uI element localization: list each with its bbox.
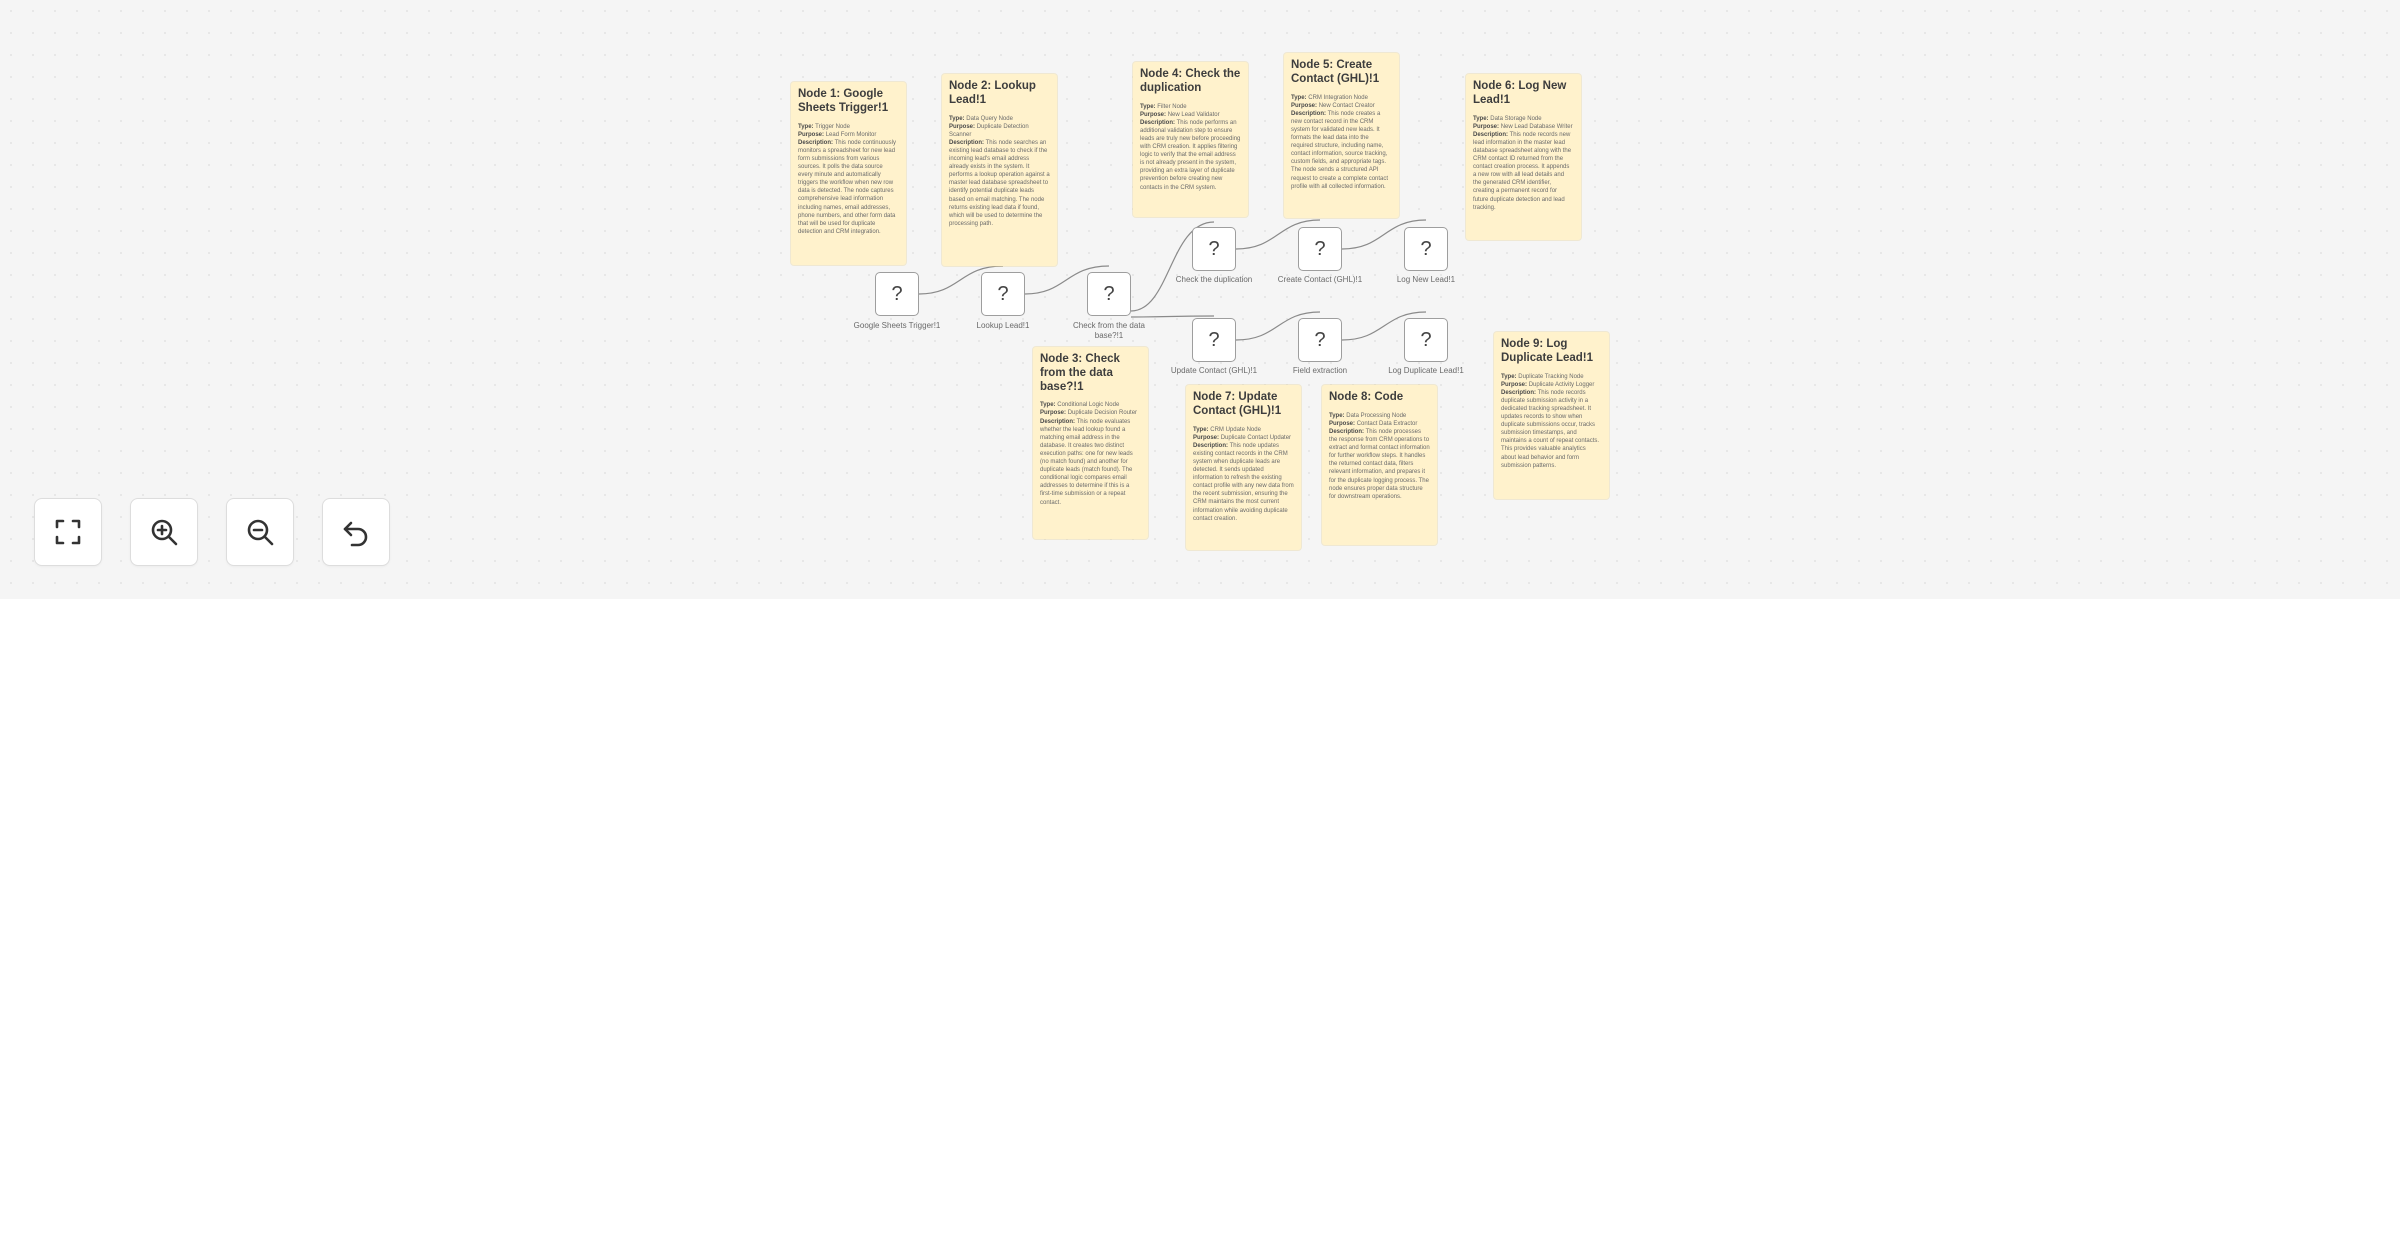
connection-edge	[1235, 311, 1321, 341]
sticky-note-node-7[interactable]: Node 7: Update Contact (GHL)!1 Type: CRM…	[1186, 385, 1301, 550]
node-label: Log Duplicate Lead!1	[1388, 366, 1464, 375]
note-description: Description: This node creates a new con…	[1291, 110, 1389, 190]
unknown-node-icon: ?	[997, 282, 1009, 305]
workflow-node-create-contact[interactable]: ?	[1298, 227, 1342, 271]
connection-edge	[1341, 219, 1427, 250]
note-type: Type: Data Query Node	[949, 115, 1013, 122]
note-purpose: Purpose: New Lead Database Writer	[1473, 123, 1573, 130]
unknown-node-icon: ?	[1103, 282, 1115, 305]
note-type: Type: CRM Integration Node	[1291, 94, 1368, 101]
sticky-note-node-3[interactable]: Node 3: Check from the data base?!1 Type…	[1033, 347, 1148, 539]
node-label: Check from the data base?!1	[1072, 321, 1146, 340]
workflow-node-check-database[interactable]: ?	[1087, 272, 1131, 316]
note-type: Type: CRM Update Node	[1193, 426, 1261, 433]
note-title: Node 7: Update Contact (GHL)!1	[1193, 391, 1282, 417]
note-type: Type: Data Processing Node	[1329, 412, 1407, 419]
note-type: Type: Filter Node	[1140, 103, 1187, 110]
sticky-note-node-8[interactable]: Node 8: Code Type: Data Processing Node …	[1322, 385, 1437, 545]
connection-edge	[1235, 219, 1321, 250]
workflow-node-field-extraction[interactable]: ?	[1298, 318, 1342, 362]
sticky-note-node-2[interactable]: Node 2: Lookup Lead!1 Type: Data Query N…	[942, 74, 1057, 266]
note-title: Node 2: Lookup Lead!1	[949, 80, 1036, 106]
connection-edge	[918, 265, 1004, 295]
sticky-note-node-1[interactable]: Node 1: Google Sheets Trigger!1 Type: Tr…	[791, 82, 906, 265]
connection-edge	[1130, 315, 1215, 318]
reset-button[interactable]	[322, 498, 390, 566]
note-purpose: Purpose: Duplicate Activity Logger	[1501, 381, 1595, 388]
note-purpose: Purpose: Duplicate Detection Scanner	[949, 123, 1029, 138]
sticky-note-node-9[interactable]: Node 9: Log Duplicate Lead!1 Type: Dupli…	[1494, 332, 1609, 499]
workflow-node-log-new-lead[interactable]: ?	[1404, 227, 1448, 271]
note-description: Description: This node searches an exist…	[949, 139, 1050, 227]
note-description: Description: This node records new lead …	[1473, 131, 1572, 211]
note-title: Node 9: Log Duplicate Lead!1	[1501, 338, 1594, 364]
note-title: Node 3: Check from the data base?!1	[1040, 353, 1120, 393]
note-description: Description: This node performs an addit…	[1140, 119, 1241, 191]
undo-icon	[343, 521, 368, 547]
unknown-node-icon: ?	[891, 282, 903, 305]
note-purpose: Purpose: New Lead Validator	[1140, 111, 1220, 118]
note-purpose: Purpose: Duplicate Decision Router	[1040, 410, 1138, 417]
note-description: Description: This node records duplicate…	[1501, 389, 1600, 469]
note-type: Type: Trigger Node	[798, 123, 850, 130]
sticky-note-node-5[interactable]: Node 5: Create Contact (GHL)!1 Type: CRM…	[1284, 53, 1399, 218]
unknown-node-icon: ?	[1420, 237, 1432, 260]
node-label: Check the duplication	[1175, 275, 1253, 284]
node-label: Update Contact (GHL)!1	[1170, 366, 1258, 375]
workflow-node-check-duplication[interactable]: ?	[1192, 227, 1236, 271]
note-description: Description: This node processes the res…	[1329, 428, 1430, 500]
node-label: Google Sheets Trigger!1	[853, 321, 941, 330]
zoom-in-icon	[151, 519, 178, 546]
workflow-node-google-sheets-trigger[interactable]: ?	[875, 272, 919, 316]
node-label: Field extraction	[1292, 366, 1348, 375]
note-description: Description: This node continuously moni…	[798, 139, 896, 235]
fullscreen-icon	[55, 519, 81, 545]
workflow-canvas[interactable]: Node 1: Google Sheets Trigger!1 Type: Tr…	[0, 0, 2400, 599]
unknown-node-icon: ?	[1208, 237, 1220, 260]
note-type: Type: Data Storage Node	[1473, 115, 1542, 122]
workflow-node-update-contact[interactable]: ?	[1192, 318, 1236, 362]
note-purpose: Purpose: Contact Data Extractor	[1329, 420, 1418, 427]
note-title: Node 6: Log New Lead!1	[1473, 80, 1567, 106]
note-type: Type: Conditional Logic Node	[1040, 402, 1120, 409]
unknown-node-icon: ?	[1420, 328, 1432, 351]
unknown-node-icon: ?	[1314, 328, 1326, 351]
sticky-note-node-4[interactable]: Node 4: Check the duplication Type: Filt…	[1133, 62, 1248, 217]
note-purpose: Purpose: Lead Form Monitor	[798, 131, 877, 138]
note-purpose: Purpose: New Contact Creator	[1291, 102, 1375, 109]
unknown-node-icon: ?	[1208, 328, 1220, 351]
node-label: Log New Lead!1	[1396, 275, 1456, 284]
note-title: Node 1: Google Sheets Trigger!1	[798, 88, 889, 114]
note-description: Description: This node updates existing …	[1193, 442, 1294, 522]
workflow-node-log-duplicate-lead[interactable]: ?	[1404, 318, 1448, 362]
workflow-node-lookup-lead[interactable]: ?	[981, 272, 1025, 316]
note-title: Node 5: Create Contact (GHL)!1	[1291, 59, 1380, 85]
zoom-in-button[interactable]	[130, 498, 198, 566]
fit-view-button[interactable]	[34, 498, 102, 566]
node-label: Create Contact (GHL)!1	[1277, 275, 1363, 284]
connection-edge	[1341, 311, 1427, 341]
zoom-out-icon	[247, 519, 274, 546]
connection-edge	[1130, 221, 1215, 312]
zoom-out-button[interactable]	[226, 498, 294, 566]
unknown-node-icon: ?	[1314, 237, 1326, 260]
note-description: Description: This node evaluates whether…	[1040, 418, 1133, 506]
sticky-note-node-6[interactable]: Node 6: Log New Lead!1 Type: Data Storag…	[1466, 74, 1581, 240]
node-label: Lookup Lead!1	[976, 321, 1030, 330]
note-title: Node 8: Code	[1329, 391, 1404, 403]
connection-edge	[1024, 265, 1110, 295]
note-type: Type: Duplicate Tracking Node	[1501, 373, 1584, 380]
note-title: Node 4: Check the duplication	[1140, 68, 1241, 94]
connections-layer	[918, 219, 1427, 341]
note-purpose: Purpose: Duplicate Contact Updater	[1193, 434, 1292, 441]
